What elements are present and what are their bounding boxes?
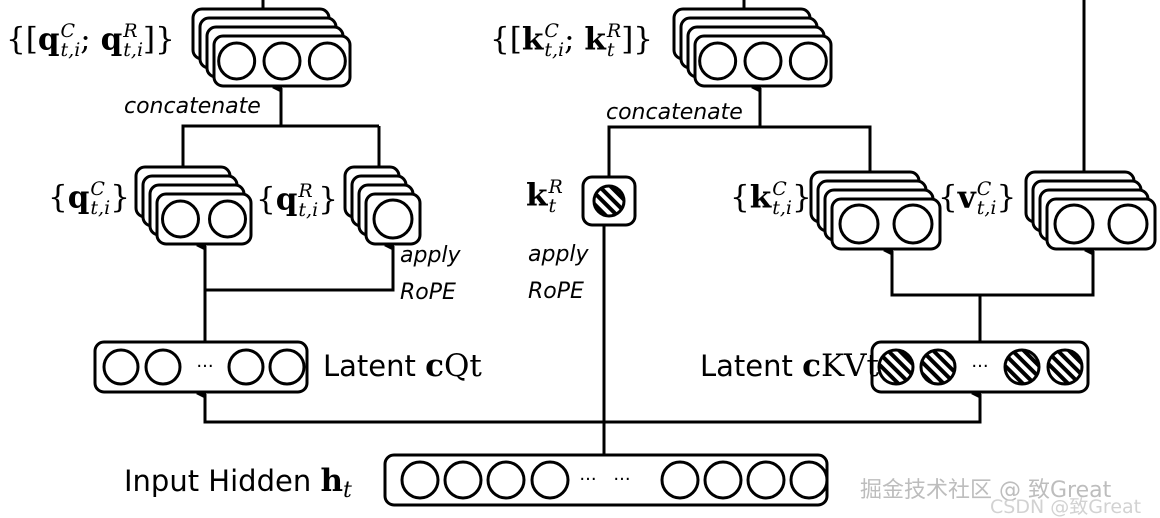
concatenate-k-label: concatenate <box>606 100 743 125</box>
latent-q-box: ··· <box>93 340 309 394</box>
v-c-stack-unit <box>1053 203 1095 245</box>
k-c-stack-unit <box>892 203 934 245</box>
concatenate-q-label: concatenate <box>124 94 261 119</box>
ellipsis: ··· <box>196 356 213 377</box>
q-c-stack <box>134 165 253 246</box>
k-r-unit <box>592 184 626 218</box>
ellipsis: ··· <box>579 469 596 490</box>
latent-kv-unit <box>919 348 957 386</box>
input-hidden-unit <box>443 460 483 500</box>
latent-kv-unit <box>1046 348 1084 386</box>
q-r-stack-unit <box>372 198 414 240</box>
watermark-secondary: CSDN @致Great <box>990 496 1142 518</box>
k-r-box <box>581 175 637 227</box>
apply-rope-q-label-1: apply <box>400 243 461 268</box>
input-hidden-unit <box>660 460 700 500</box>
q-concat-stack <box>191 7 352 88</box>
edge-latent-kv-to-vc <box>980 246 1095 297</box>
watermark-primary: 掘金技术社区 @ 致Great <box>860 478 1112 503</box>
k-c-stack-unit <box>838 203 880 245</box>
input-hidden-unit <box>530 460 570 500</box>
q-r-stack <box>343 165 422 246</box>
edge-latent-q-to-qr <box>205 241 395 292</box>
input-hidden-box: ··· ··· <box>383 453 829 507</box>
input-hidden-unit <box>746 460 786 500</box>
input-hidden-unit <box>789 460 829 500</box>
edge-kr-kc-to-concat <box>607 125 872 177</box>
k-concat-stack-unit <box>743 41 783 81</box>
q-concat-stack-unit <box>217 41 257 81</box>
q-concat-stack-unit <box>262 41 302 81</box>
k-concat-stack <box>672 7 833 88</box>
edge-latent-kv-to-kc <box>883 246 980 297</box>
edge-qc-to-concat <box>181 124 379 167</box>
latent-q-unit <box>102 348 140 386</box>
input-hidden-unit <box>486 460 526 500</box>
latent-q-unit <box>227 348 265 386</box>
edge-input-to-latent-q <box>196 389 604 424</box>
latent-q-label: Latent cQt <box>323 348 482 384</box>
latent-kv-label: Latent cKVt <box>700 348 880 384</box>
input-hidden-label: Input Hidden ht <box>124 463 352 503</box>
latent-q-unit <box>144 348 182 386</box>
latent-q-unit <box>268 348 306 386</box>
q-concat-stack-unit <box>307 41 347 81</box>
latent-kv-unit <box>1003 348 1041 386</box>
k-c-stack <box>809 170 942 251</box>
input-hidden-unit <box>400 460 440 500</box>
apply-rope-k-label-2: RoPE <box>528 279 584 304</box>
v-c-stack <box>1024 170 1157 251</box>
ellipsis: ··· <box>613 469 630 490</box>
input-hidden-unit <box>703 460 743 500</box>
q-c-stack-unit <box>208 199 247 239</box>
apply-rope-q-label-2: RoPE <box>400 280 456 305</box>
latent-kv-unit <box>877 348 915 386</box>
ellipsis: ··· <box>971 356 988 377</box>
latent-kv-box: ··· <box>870 340 1090 394</box>
q-c-stack-unit <box>161 199 200 239</box>
edge-input-to-latent-kv <box>604 389 982 424</box>
apply-rope-k-label-1: apply <box>528 242 589 267</box>
v-c-stack-unit <box>1107 203 1149 245</box>
k-concat-stack-unit <box>788 41 828 81</box>
k-concat-stack-unit <box>698 41 738 81</box>
